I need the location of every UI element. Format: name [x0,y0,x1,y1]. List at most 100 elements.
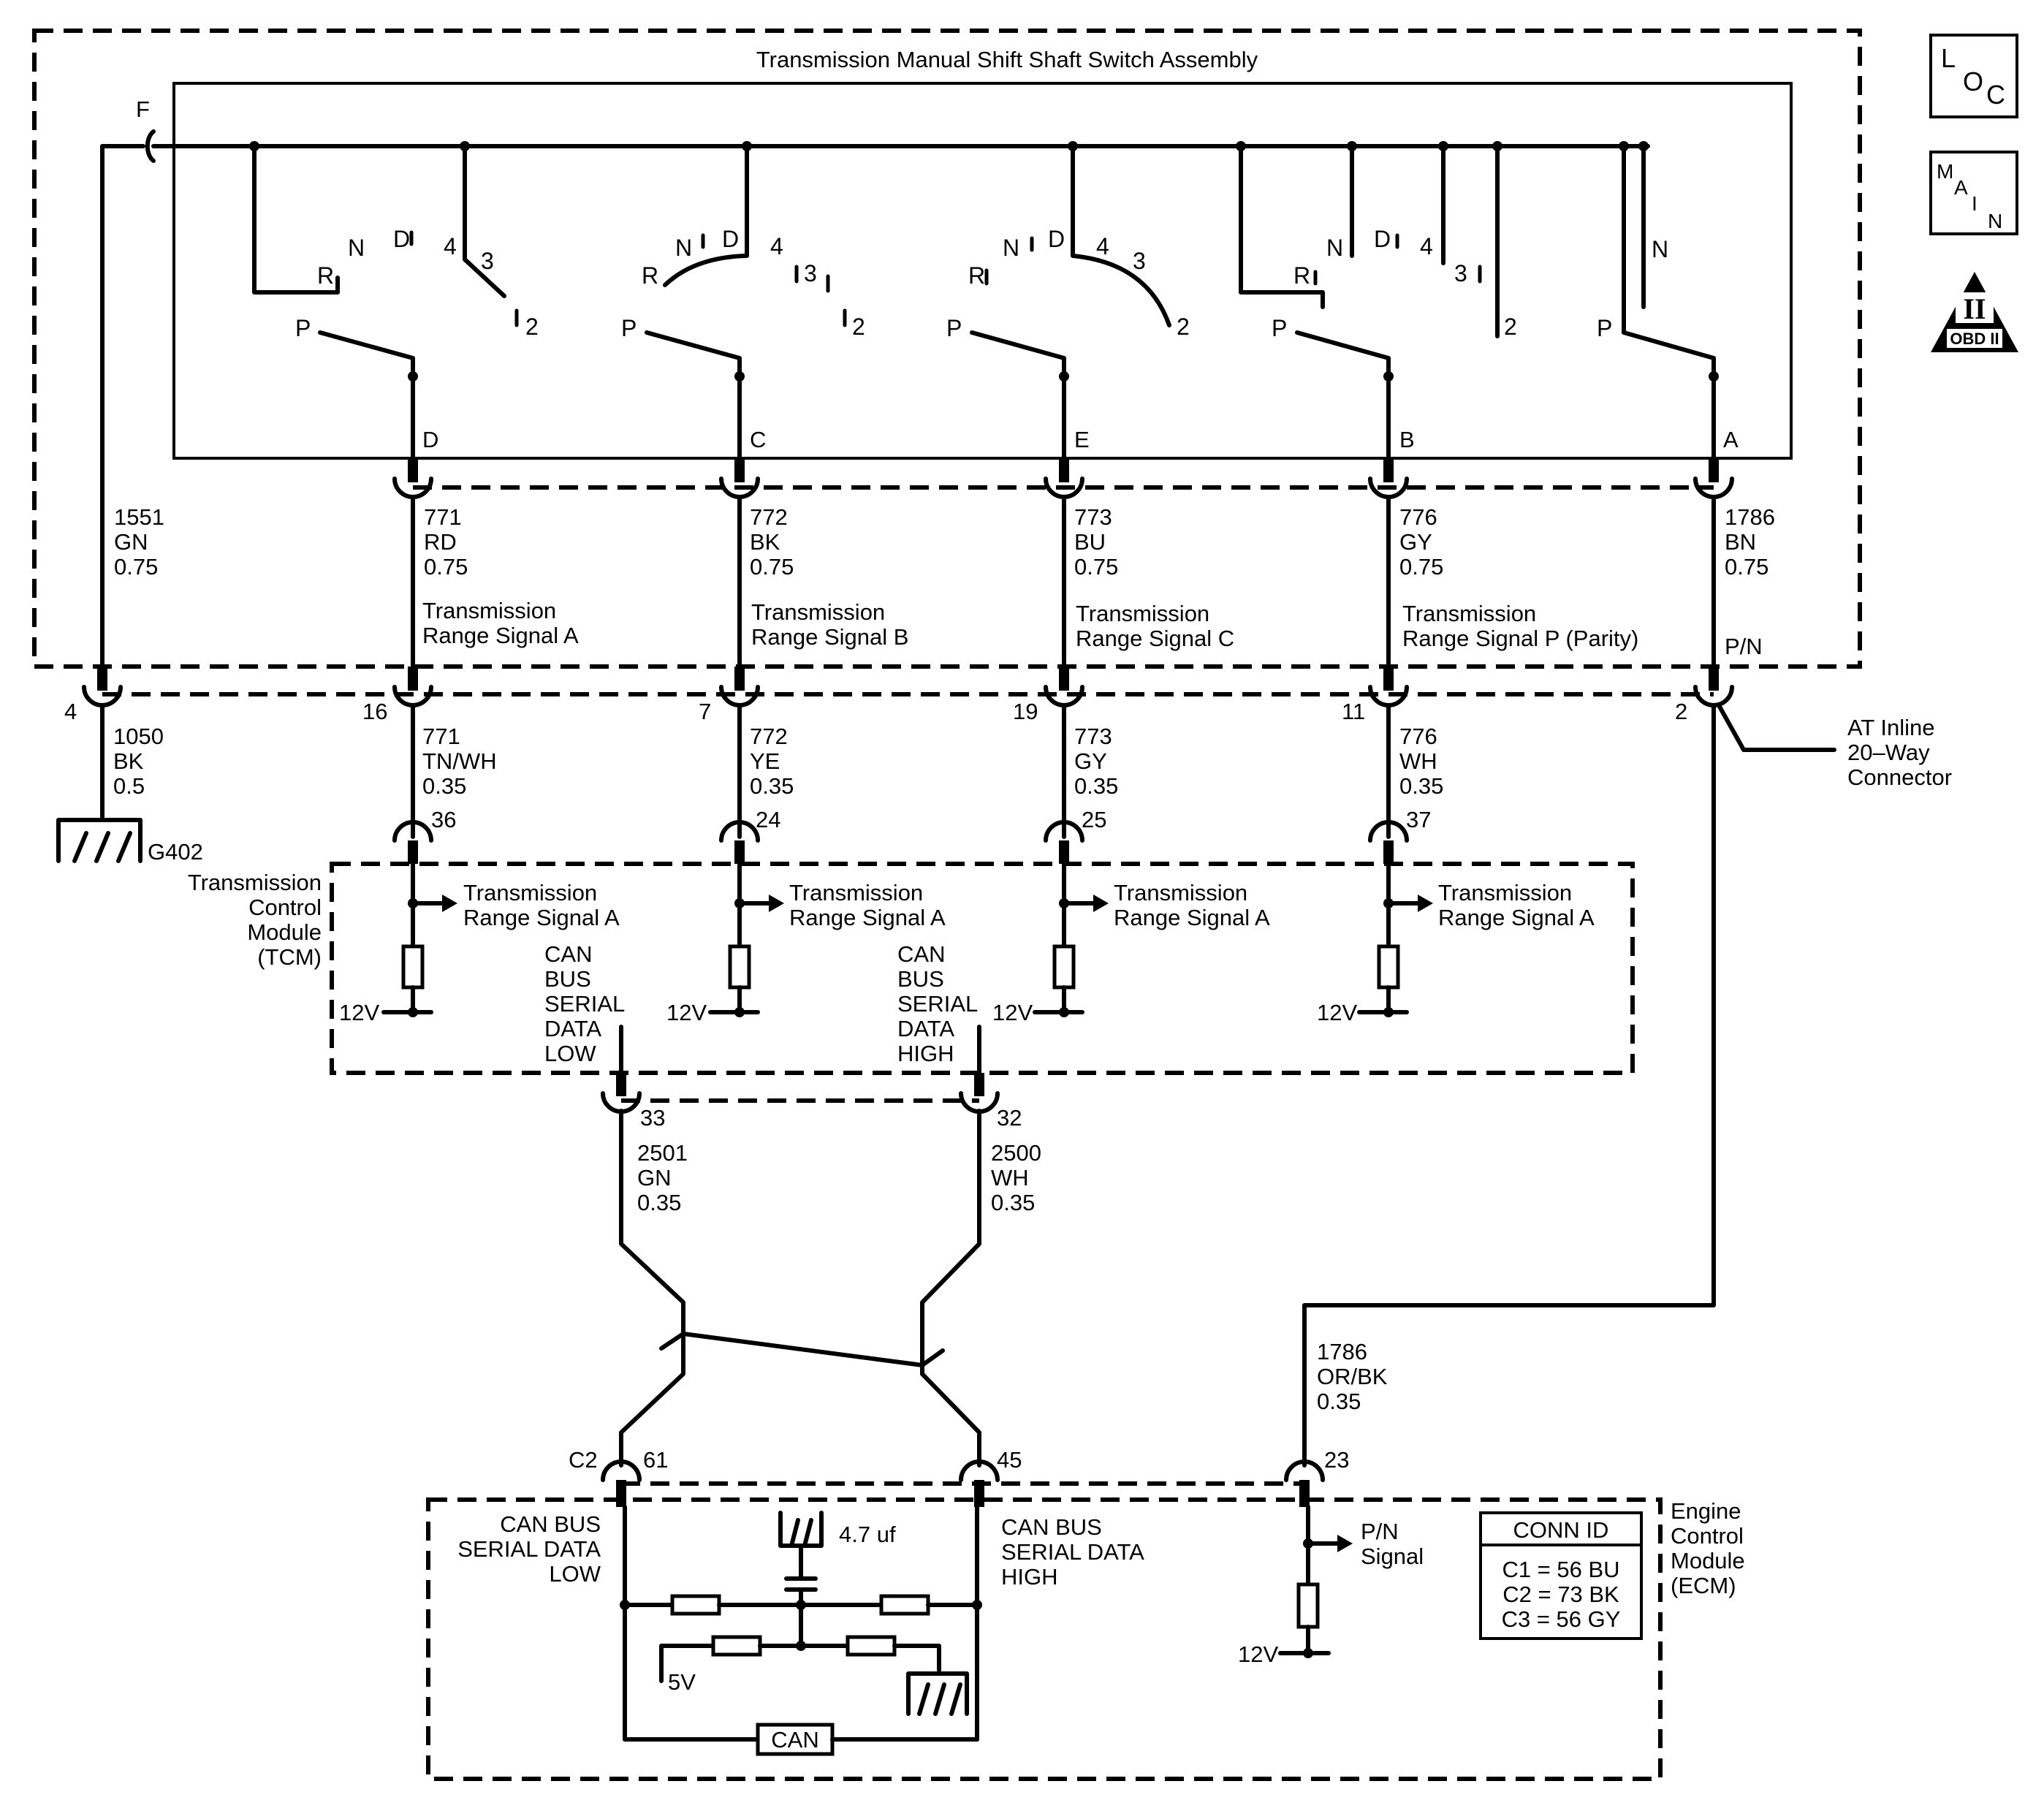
svg-text:BK: BK [750,529,780,555]
loc-icon[interactable]: L O C [1929,34,2018,118]
svg-text:0.75: 0.75 [1074,554,1118,580]
svg-text:3: 3 [804,260,817,286]
svg-text:4: 4 [444,233,457,259]
wire-label-772-ye: 772 YE 0.35 [750,724,794,799]
svg-text:37: 37 [1406,807,1431,832]
svg-text:P: P [1597,315,1612,341]
svg-text:N: N [1988,210,2002,232]
svg-text:CAN: CAN [897,941,945,967]
svg-text:Range Signal C: Range Signal C [1076,626,1234,651]
svg-text:CAN: CAN [544,941,592,967]
svg-text:Transmission: Transmission [1402,601,1536,626]
inline-connector-pin-numbers: 4 16 7 19 11 2 [64,699,1687,724]
svg-text:Transmission: Transmission [1076,601,1209,626]
svg-text:DATA: DATA [897,1016,954,1041]
svg-text:I: I [1972,192,1977,215]
pin-f-connector [145,129,156,163]
svg-text:GY: GY [1399,529,1432,555]
svg-text:12V: 12V [666,1000,707,1025]
inline-connector-terminals [82,667,1734,707]
svg-text:36: 36 [431,807,456,832]
ecm-connector-terminals [601,1459,1325,1507]
switch-e: P R N D 4 3 2 E [946,144,1190,460]
harness-wire-runs [411,703,1391,839]
svg-text:0.35: 0.35 [1399,773,1443,799]
wire-label-1050: 1050 BK 0.5 [113,724,164,799]
svg-text:BUS: BUS [897,966,944,992]
svg-text:7: 7 [699,699,711,724]
svg-text:BUS: BUS [544,966,591,992]
svg-text:2501: 2501 [637,1140,688,1166]
svg-text:0.35: 0.35 [1317,1389,1361,1414]
svg-text:R: R [1293,262,1310,289]
svg-text:LOW: LOW [544,1041,596,1066]
svg-text:N: N [675,235,692,261]
svg-text:P: P [621,315,637,341]
ecm-pin-61: 61 [643,1447,668,1473]
svg-text:3: 3 [1133,248,1146,274]
ecm-5v-label: 5V [668,1669,696,1695]
ecm-can-box-label: CAN [771,1727,818,1753]
tcm-input-37: 37 Transmission Range Signal A 12V [1317,807,1595,1025]
svg-text:19: 19 [1013,699,1038,724]
svg-text:SERIAL DATA: SERIAL DATA [457,1536,601,1562]
svg-text:P/N: P/N [1361,1519,1399,1544]
svg-text:Range Signal A: Range Signal A [1438,905,1595,930]
svg-text:776: 776 [1399,724,1437,749]
obd-ii-icon[interactable]: II OBD II [1931,272,2018,352]
svg-text:OR/BK: OR/BK [1317,1364,1388,1389]
svg-text:3: 3 [1454,260,1467,286]
svg-text:SERIAL: SERIAL [897,991,978,1017]
ecm-can-circuit [620,1505,982,1756]
svg-text:SERIAL DATA: SERIAL DATA [1001,1539,1144,1565]
ecm-connector-label: C2 [569,1447,598,1473]
svg-text:Transmission: Transmission [188,870,322,895]
svg-text:N: N [1326,235,1343,261]
svg-text:24: 24 [756,807,780,832]
switch-d: P R N D 4 3 2 D [252,144,539,460]
svg-text:P: P [946,315,962,341]
wire-1786-orbk [1302,703,1716,1468]
svg-text:D: D [1048,226,1065,252]
svg-text:LOW: LOW [549,1561,601,1587]
ground-g402-icon [56,818,143,863]
can-high-wire [920,1109,981,1468]
conn-id-table: CONN ID C1 = 56 BU C2 = 73 BK C3 = 56 GY [1479,1511,1643,1640]
svg-text:(ECM): (ECM) [1671,1573,1736,1598]
svg-text:Signal: Signal [1361,1544,1424,1569]
svg-text:4: 4 [1096,233,1109,259]
svg-text:Engine: Engine [1671,1498,1741,1524]
svg-text:HIGH: HIGH [897,1041,954,1066]
svg-text:0.35: 0.35 [637,1190,681,1215]
tcm-input-36: 36 Transmission Range Signal A 12V [339,807,620,1025]
svg-text:Control: Control [248,895,322,920]
svg-text:0.75: 0.75 [424,554,468,580]
wire-label-772-bk: 772 BK 0.75 Transmission Range Signal B [750,504,908,650]
svg-text:C3 = 56 GY: C3 = 56 GY [1502,1606,1621,1632]
svg-text:772: 772 [750,724,788,749]
assembly-wire-runs [411,495,1716,675]
svg-text:2500: 2500 [991,1140,1041,1166]
svg-text:1786: 1786 [1725,504,1775,530]
tcm-label: Transmission Control Module (TCM) [188,870,322,970]
tcm-can-terminals: 33 32 [601,1073,1022,1131]
svg-text:Transmission: Transmission [1438,880,1572,906]
svg-text:Transmission: Transmission [751,599,885,625]
svg-text:0.35: 0.35 [422,773,466,799]
svg-text:A: A [1954,176,1968,199]
svg-text:2: 2 [1177,314,1190,340]
ecm-boundary [426,1497,1663,1781]
twisted-pair-marker [659,1332,945,1367]
svg-text:P/N: P/N [1725,634,1763,659]
pin-f-label: F [136,96,150,122]
svg-text:773: 773 [1074,504,1112,530]
svg-text:L: L [1941,43,1956,73]
wire-1551 [100,144,145,675]
svg-text:0.75: 0.75 [1725,554,1768,580]
pin-e-label: E [1074,427,1090,452]
svg-text:HIGH: HIGH [1001,1564,1058,1590]
switch-assembly-body [172,82,1793,460]
main-icon[interactable]: M A I N [1929,151,2018,235]
svg-text:R: R [317,262,334,289]
